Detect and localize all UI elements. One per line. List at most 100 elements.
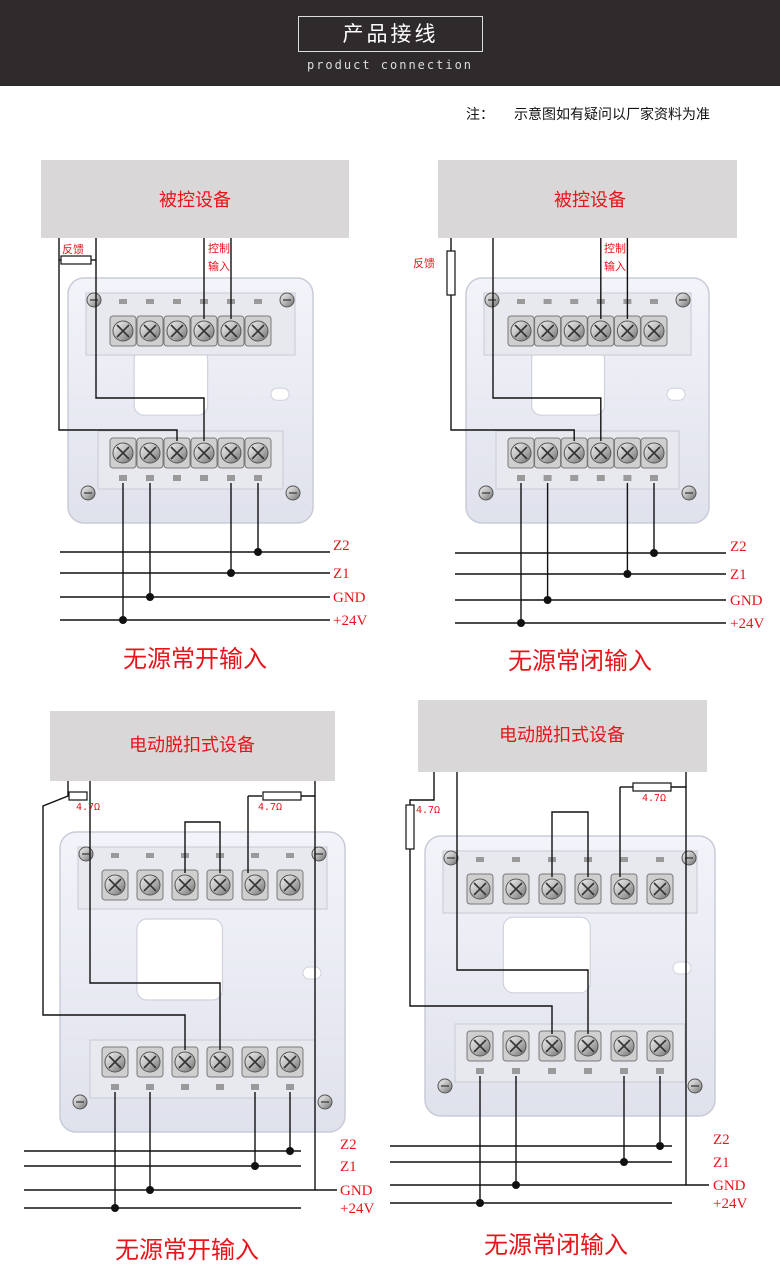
terminal-slot [584,1068,592,1074]
junction-dot [119,616,127,624]
plate-window [136,918,224,1001]
terminal-screw [241,1046,269,1078]
screw-slot [653,1039,667,1053]
terminal-screw [538,873,566,905]
screw-slot [617,882,631,896]
bus-label-z1: Z1 [333,566,350,582]
plate-window [531,348,606,416]
terminal-screw [534,437,562,469]
screw-slot [116,324,130,338]
terminal-slot [286,853,294,858]
terminal-slot [173,475,181,481]
terminal-screw [534,315,562,347]
device-box [418,700,707,772]
terminal-screw [136,869,164,901]
terminal-screw [574,873,602,905]
screw-slot [647,324,661,338]
junction-dot [146,593,154,601]
terminal-slot [119,475,127,481]
screw-slot [224,446,238,460]
screw-slot [509,882,523,896]
screw-slot [197,446,211,460]
terminal-screw [244,315,272,347]
screw-slot [248,878,262,892]
device-label: 被控设备 [159,190,231,211]
terminal-slot [251,1084,259,1090]
junction-dot [286,1147,294,1155]
resistor-left-label: 4.7Ω [76,802,100,813]
terminal-screw [466,873,494,905]
terminal-screw [610,1030,638,1062]
terminal-screw [109,315,137,347]
terminal-screw [101,869,129,901]
terminal-slot [111,1084,119,1090]
page-title: 产品接线 [298,16,483,52]
terminal-screw [190,315,218,347]
terminal-slot [254,475,262,481]
bus-label-z2: Z2 [730,539,747,555]
bus-label-z2: Z2 [340,1137,357,1153]
screw-slot [581,882,595,896]
screw-slot [620,446,634,460]
terminal-slot [476,857,484,862]
junction-dot [620,1158,628,1166]
terminal-screw [206,869,234,901]
screw-slot [567,446,581,460]
wire [492,238,602,441]
plate-notch [270,387,290,401]
screw-slot [567,324,581,338]
wire [450,238,575,441]
terminal-screw [587,315,615,347]
bus-label-gnd: GND [713,1178,746,1194]
terminal-screw [217,437,245,469]
terminal-screw [574,1030,602,1062]
bus-label-plus24v: +24V [340,1201,374,1217]
terminal-slot [173,299,181,304]
note-text: 示意图如有疑问以厂家资料为准 [514,107,710,123]
bus-label-z2: Z2 [333,538,350,554]
junction-dot [517,619,525,627]
terminal-slot [517,475,525,481]
bus-label-z1: Z1 [730,567,747,583]
terminal-screw [640,437,668,469]
junction-dot [512,1181,520,1189]
screw-slot [594,446,608,460]
terminal-screw [646,873,674,905]
terminal-slot [620,857,628,862]
terminal-slot [216,1084,224,1090]
terminal-slot [146,1084,154,1090]
control-label: 控制 [604,241,626,255]
screw-slot [170,324,184,338]
terminal-slot [254,299,262,304]
resistor [68,791,88,801]
terminal-slot [620,1068,628,1074]
module-plate [424,835,716,1117]
module-plate [465,277,710,524]
device-box [50,711,335,781]
control-input-label: 输入 [208,259,230,273]
screw-slot [143,1055,157,1069]
screw-slot [251,446,265,460]
terminal-screw [613,437,641,469]
screw-slot [224,324,238,338]
terminal-screw [587,437,615,469]
terminal-slot [650,299,658,304]
terminal-slot [512,1068,520,1074]
screw-slot [620,324,634,338]
module-plate [59,831,346,1133]
terminal-slot [543,299,552,304]
junction-dot [476,1199,484,1207]
plate-window [502,916,591,994]
caption: 无源常闭输入 [484,1231,628,1259]
plate-window [133,348,209,416]
terminal-screw [560,315,588,347]
page-subtitle: product connection [306,58,474,72]
screw-slot [197,324,211,338]
terminal-slot [476,1068,484,1074]
terminal-screw [136,437,164,469]
screw-slot [116,446,130,460]
wire [95,238,205,441]
